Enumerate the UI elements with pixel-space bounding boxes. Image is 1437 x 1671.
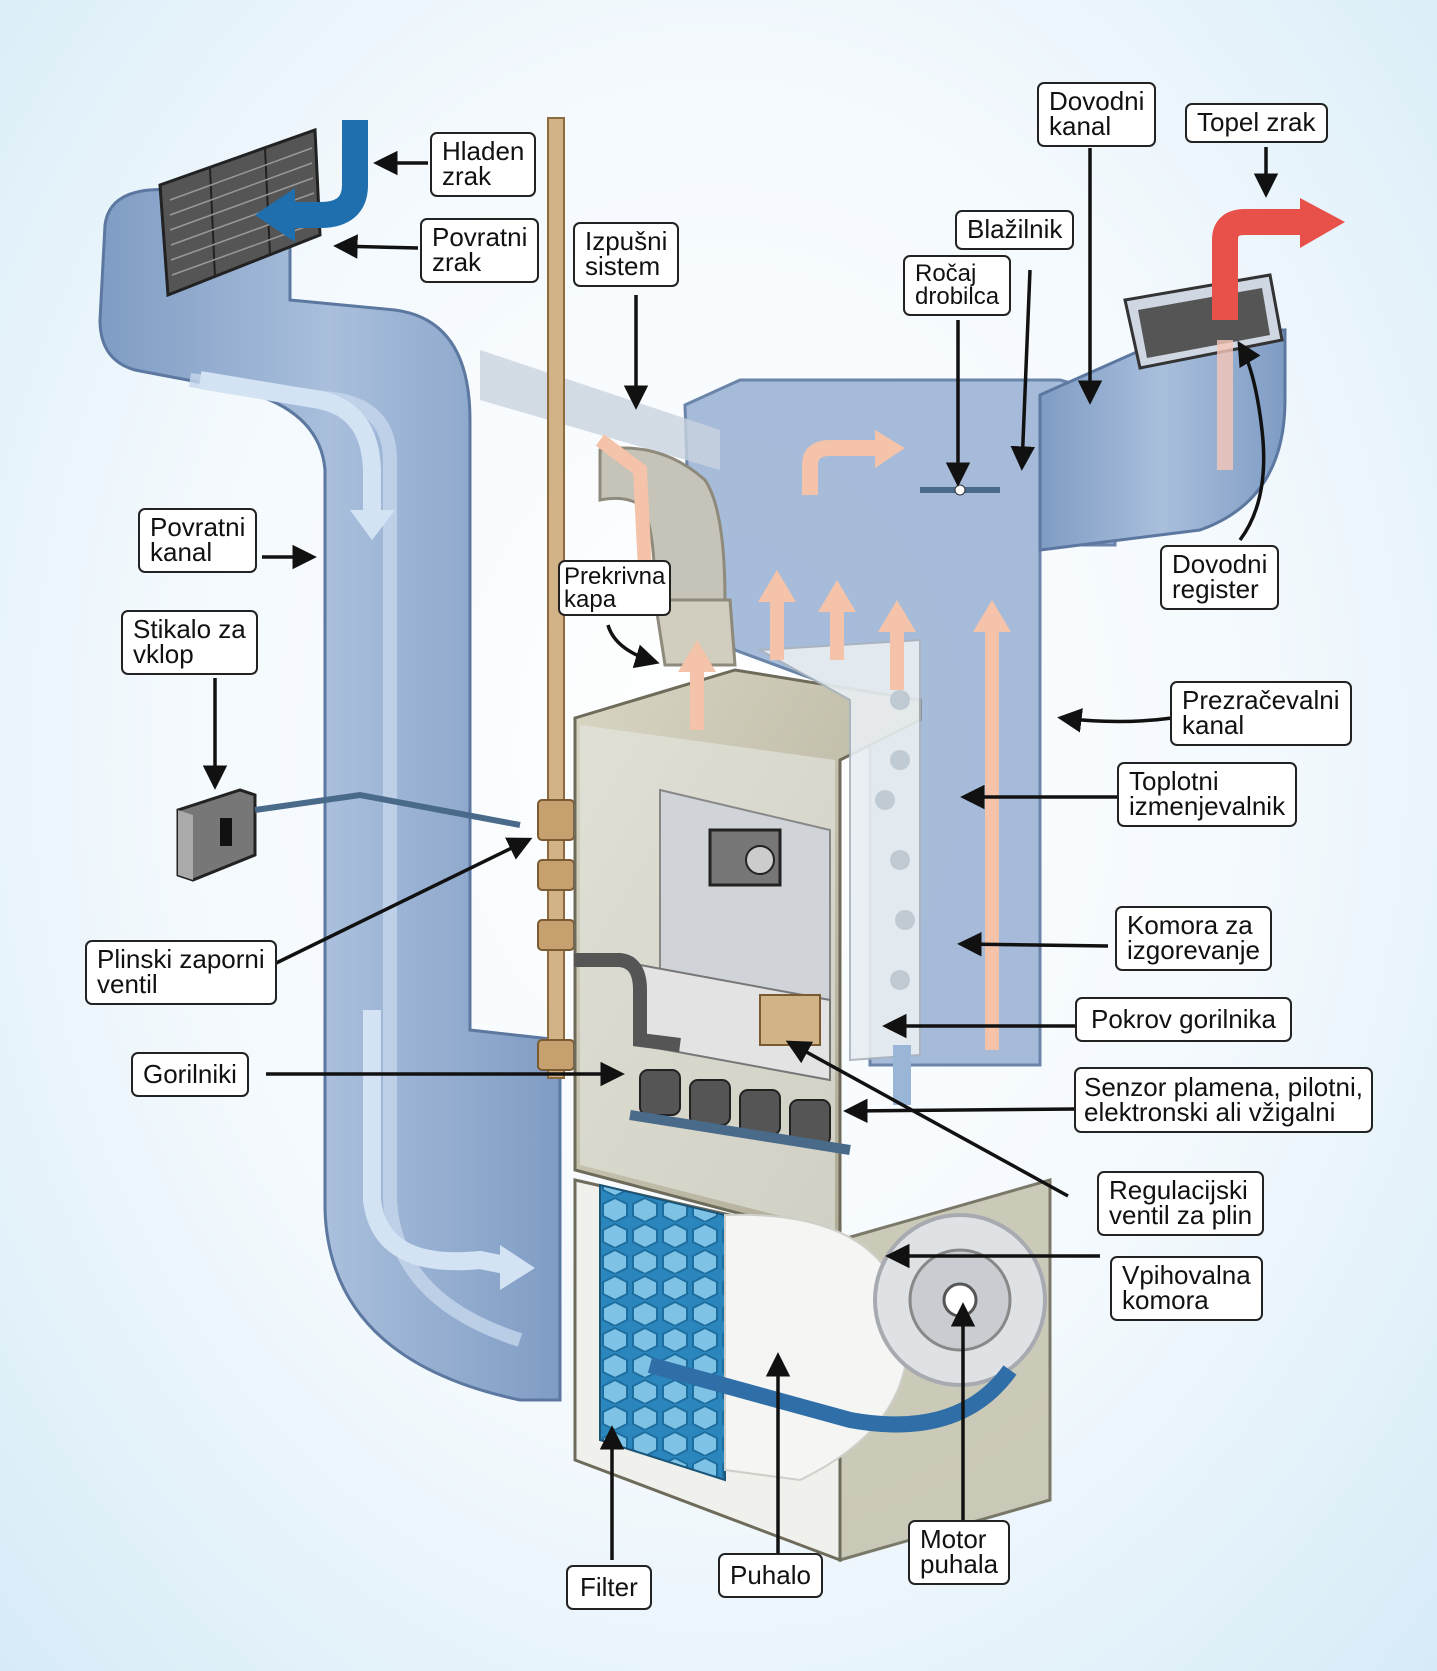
label-dovodni-kanal: Dovodni kanal (1037, 82, 1157, 147)
label-prezracevalni-kanal: Prezračevalni kanal (1170, 681, 1352, 746)
label-topel-zrak: Topel zrak (1185, 103, 1328, 143)
label-filter: Filter (566, 1565, 652, 1610)
label-prekrivna-kapa: Prekrivna kapa (558, 560, 672, 616)
callout-arrows (202, 147, 1279, 1560)
furnace-cabinet (573, 668, 922, 1242)
label-vpihovalna-komora: Vpihovalna komora (1110, 1256, 1263, 1321)
label-stikalo-za-vklop: Stikalo za vklop (121, 610, 258, 675)
return-duct (98, 187, 562, 1402)
label-regulacijski-ventil: Regulacijski ventil za plin (1097, 1171, 1265, 1236)
label-gorilniki: Gorilniki (131, 1052, 249, 1097)
power-switch-box (176, 788, 521, 882)
label-dovodni-register: Dovodni register (1160, 545, 1280, 610)
label-komora-za-izgorevanje: Komora za izgorevanje (1115, 906, 1272, 971)
label-puhalo: Puhalo (718, 1553, 823, 1598)
cold-air-arrow (290, 120, 368, 228)
label-izpusni-sistem: Izpušni sistem (573, 222, 680, 287)
label-rocaj-drobilca: Ročaj drobilca (903, 255, 1012, 316)
label-toplotni-izmenjevalnik: Toplotni izmenjevalnik (1117, 762, 1298, 827)
warm-air-arrow (1212, 209, 1305, 320)
label-blazilnik: Blažilnik (955, 210, 1075, 250)
label-povratni-kanal: Povratni kanal (138, 508, 258, 573)
label-plinski-zaporni-ventil: Plinski zaporni ventil (85, 940, 277, 1005)
blower-section (573, 1178, 1052, 1563)
label-hladen-zrak: Hladen zrak (430, 132, 537, 197)
label-pokrov-gorilnika: Pokrov gorilnika (1075, 997, 1292, 1042)
label-motor-puhala: Motor puhala (908, 1520, 1011, 1585)
filter-panel (599, 1183, 726, 1482)
label-senzor-plamena: Senzor plamena, pilotni, elektronski ali… (1074, 1067, 1373, 1133)
label-povratni-zrak: Povratni zrak (420, 218, 540, 283)
return-grille (158, 127, 322, 298)
exhaust-flue (480, 350, 737, 667)
heat-exchanger (756, 638, 921, 1105)
